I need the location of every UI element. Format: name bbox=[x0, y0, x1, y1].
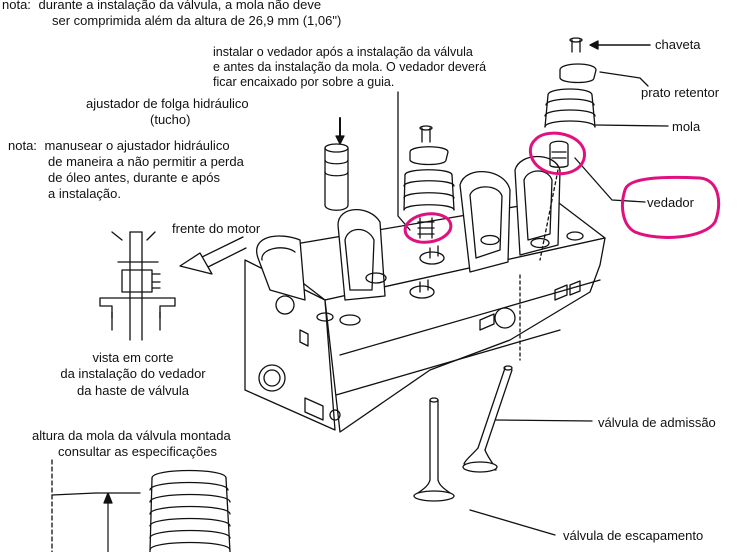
tappet-note-line-3: de óleo antes, durante e após bbox=[48, 170, 221, 185]
spring-note-line-2: ser comprimida além da altura de 26,9 mm… bbox=[52, 13, 342, 28]
label-valvula-admissao: válvula de admissão bbox=[598, 415, 716, 430]
label-ajustador-line-1: ajustador de folga hidráulico bbox=[86, 96, 249, 111]
engine-front-arrow bbox=[179, 236, 247, 275]
tappet-note-line-1: nota: manusear o ajustador hidráulico bbox=[8, 138, 230, 154]
tappet-note-line-4: a instalação. bbox=[48, 186, 121, 201]
label-vedador: vedador bbox=[647, 195, 694, 210]
hydraulic-tappet bbox=[324, 117, 349, 211]
label-vista-corte-2: da instalação do vedador bbox=[60, 366, 206, 381]
valves bbox=[413, 274, 593, 536]
label-altura-mola-1: altura da mola da válvula montada bbox=[32, 428, 231, 443]
label-vista-corte-1: vista em corte bbox=[92, 350, 174, 365]
center-valve-stack bbox=[403, 125, 455, 239]
seal-install-line-1: instalar o vedador após a instalação da … bbox=[213, 45, 473, 59]
cylinder-head bbox=[244, 156, 606, 433]
label-frente-motor: frente do motor bbox=[172, 221, 261, 236]
spring-note: nota: durante a instalação da válvula, a… bbox=[2, 0, 321, 13]
spring-note-prefix: nota: bbox=[2, 0, 31, 12]
label-vista-corte-3: da haste de válvula bbox=[76, 383, 190, 398]
tappet-note-line-2: de maneira a não permitir a perda bbox=[48, 154, 244, 169]
mounted-spring bbox=[51, 459, 231, 552]
tappet-note-text-1: manusear o ajustador hidráulico bbox=[44, 138, 230, 153]
tappet-note-prefix: nota: bbox=[8, 138, 37, 153]
seal-install-line-2: e antes da instalação da mola. O vedador… bbox=[213, 60, 487, 74]
highlight-marks bbox=[403, 131, 721, 244]
label-altura-mola-2: consultar as especificações bbox=[58, 444, 217, 459]
section-view bbox=[99, 231, 176, 341]
seal-install-line-3: ficar encaixado por sobre a guia. bbox=[213, 75, 395, 89]
label-prato-retentor: prato retentor bbox=[641, 85, 720, 100]
label-valvula-escapamento: válvula de escapamento bbox=[563, 528, 704, 543]
label-chaveta: chaveta bbox=[655, 37, 701, 52]
label-ajustador-line-2: (tucho) bbox=[150, 112, 191, 127]
label-mola: mola bbox=[672, 119, 701, 134]
right-valve-stack bbox=[539, 37, 651, 261]
spring-note-line-1: durante a instalação da válvula, a mola … bbox=[38, 0, 322, 12]
